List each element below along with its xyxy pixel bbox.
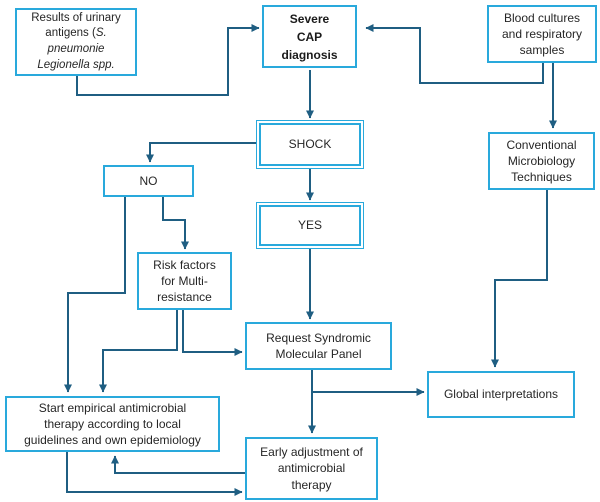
node-global-interpretations: Global interpretations xyxy=(427,371,575,418)
node-label: Blood cultures and respiratory samples xyxy=(501,10,583,58)
node-label: NO xyxy=(139,173,158,188)
node-early-adjustment-antimicrobial-therapy: Early adjustment of antimicrobial therap… xyxy=(245,437,378,500)
node-label: YES xyxy=(297,218,322,233)
node-label: Severe CAP diagnosis xyxy=(281,11,338,62)
node-label: SHOCK xyxy=(288,137,332,152)
edge-early-to-start xyxy=(111,455,245,474)
edge-start-to-early xyxy=(66,452,243,496)
node-yes: YES xyxy=(256,202,364,249)
edge-no-to-risk xyxy=(162,197,189,250)
node-shock: SHOCK xyxy=(256,120,364,169)
node-label: Request Syndromic Molecular Panel xyxy=(266,330,371,361)
edge-no-to-start xyxy=(64,197,126,393)
node-label: Start empirical antimicrobial therapy ac… xyxy=(24,400,201,448)
node-blood-cultures-respiratory-samples: Blood cultures and respiratory samples xyxy=(487,5,597,63)
edge-results-to-cap xyxy=(76,24,260,96)
node-request-syndromic-molecular-panel: Request Syndromic Molecular Panel xyxy=(245,322,392,370)
node-no: NO xyxy=(103,165,194,197)
node-start-empirical-antimicrobial-therapy: Start empirical antimicrobial therapy ac… xyxy=(5,396,220,452)
edge-blood-to-cap xyxy=(365,24,544,84)
edge-risk-to-request xyxy=(182,310,243,356)
node-label: Early adjustment of antimicrobial therap… xyxy=(260,445,363,492)
node-label: Results of urinary antigens (S. pneumoni… xyxy=(31,11,121,71)
node-conventional-microbiology-techniques: Conventional Microbiology Techniques xyxy=(488,132,595,190)
node-urinary-antigen-results: Results of urinary antigens (S. pneumoni… xyxy=(15,8,137,76)
node-label: Risk factors for Multi- resistance xyxy=(153,257,216,305)
node-risk-factors-multiresistance: Risk factors for Multi- resistance xyxy=(137,252,232,310)
node-label: Conventional Microbiology Techniques xyxy=(506,137,577,185)
node-label: Global interpretations xyxy=(443,387,559,402)
node-severe-cap-diagnosis: Severe CAP diagnosis xyxy=(262,5,357,68)
edge-shock-to-no xyxy=(146,142,257,163)
edge-risk-to-start xyxy=(99,310,178,393)
edge-conv-to-global xyxy=(491,190,548,368)
